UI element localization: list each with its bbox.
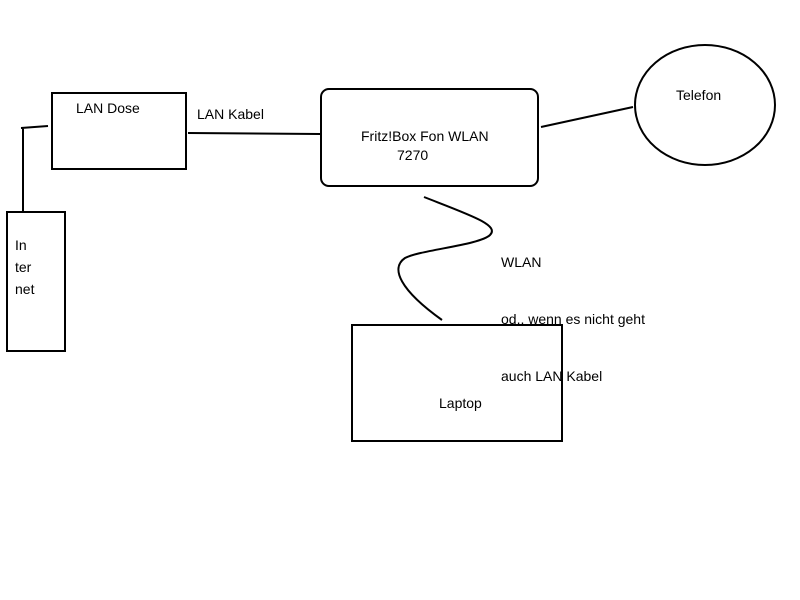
wlan-label: WLAN od., wenn es nicht geht auch LAN Ka… (501, 215, 645, 405)
telefon-label: Telefon (676, 87, 722, 103)
wlan-label-line: od., wenn es nicht geht (501, 311, 645, 327)
wlan-label-line: auch LAN Kabel (501, 368, 603, 384)
laptop-box (351, 324, 563, 442)
internet-label: In ter net (15, 234, 34, 300)
lan-dose-label: LAN Dose (76, 100, 140, 116)
fritzbox-label-line1: Fritz!Box Fon WLAN (361, 128, 489, 144)
internet-label-line: ter (15, 259, 32, 275)
lan-dose-box (51, 92, 187, 170)
lan-kabel-line (187, 132, 321, 135)
lan-kabel-label: LAN Kabel (197, 106, 264, 122)
internet-box (6, 211, 66, 352)
internet-to-dose-line (20, 125, 49, 212)
telefon-line (540, 106, 634, 128)
wlan-connection-line (397, 196, 493, 321)
laptop-label: Laptop (439, 395, 482, 411)
wlan-label-line: WLAN (501, 254, 542, 270)
telefon-ellipse (634, 44, 776, 166)
internet-label-line: net (15, 281, 35, 297)
fritzbox-box (320, 88, 539, 187)
internet-label-line: In (15, 237, 27, 253)
fritzbox-label-line2: 7270 (397, 147, 429, 163)
